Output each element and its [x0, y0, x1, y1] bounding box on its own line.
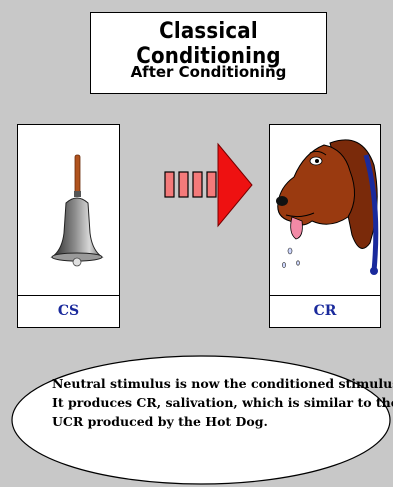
diagram-subtitle: After Conditioning	[130, 63, 287, 81]
cr-panel: CR	[269, 124, 381, 328]
salivating-dog-icon	[276, 139, 379, 275]
cr-label: CR	[313, 303, 337, 319]
cr-panel-divider	[270, 295, 380, 296]
description-ellipse	[11, 355, 391, 485]
diagram-title: Classical Conditioning	[136, 19, 281, 69]
description-text: Neutral stimulus is now the conditioned …	[52, 374, 393, 431]
bell-icon	[50, 154, 104, 267]
description-line: UCR produced by the Hot Dog.	[52, 414, 268, 429]
right-arrow-icon	[164, 142, 253, 228]
title-box: Classical Conditioning After Conditionin…	[90, 12, 327, 94]
description-line: Neutral stimulus is now the conditioned …	[52, 376, 393, 391]
cs-panel-divider	[18, 295, 119, 296]
description-line: It produces CR, salivation, which is sim…	[52, 395, 393, 410]
cs-label: CS	[57, 303, 80, 319]
cs-panel: CS	[17, 124, 120, 328]
